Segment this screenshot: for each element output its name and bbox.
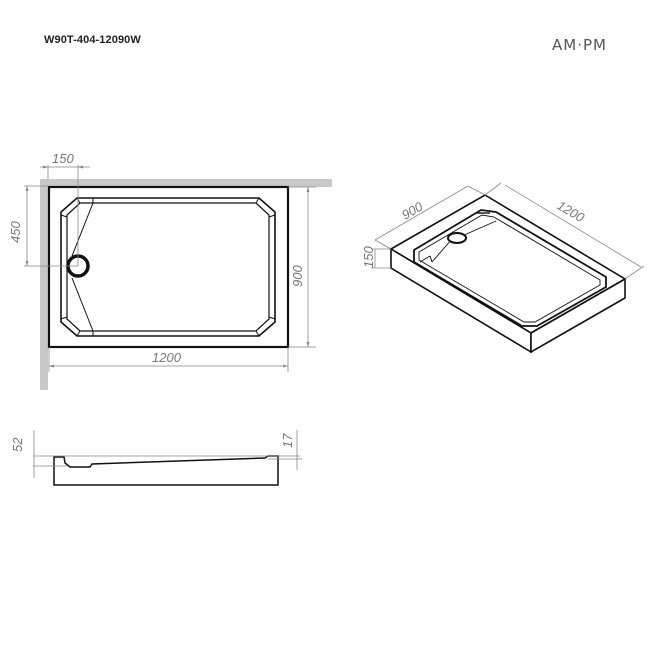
plan-dimension-lines bbox=[24, 165, 316, 372]
dim-drain-offset-y: 450 bbox=[8, 221, 23, 243]
iso-dim-depth: 900 bbox=[399, 198, 426, 222]
iso-dimension-lines bbox=[371, 182, 645, 280]
iso-side-face bbox=[530, 277, 626, 354]
iso-basin-rim bbox=[413, 209, 607, 327]
section-dim-tray-height: 52 bbox=[10, 437, 25, 452]
section-view: 52 17 bbox=[10, 430, 302, 486]
section-dimension-lines bbox=[33, 430, 302, 478]
brand-logo: AM·PM bbox=[552, 36, 607, 54]
section-profile bbox=[53, 455, 279, 486]
model-code: W90T-404-12090W bbox=[44, 34, 141, 46]
plan-view: 150 450 1200 900 bbox=[8, 151, 332, 390]
dim-depth: 900 bbox=[290, 265, 305, 287]
wall-left bbox=[40, 179, 48, 390]
iso-dim-height: 150 bbox=[361, 246, 376, 268]
section-dim-rim-height: 17 bbox=[280, 433, 295, 448]
dim-width: 1200 bbox=[152, 350, 182, 365]
iso-drain-icon bbox=[447, 232, 467, 244]
wall-top bbox=[40, 179, 332, 187]
iso-dim-width: 1200 bbox=[555, 198, 588, 226]
iso-view: 900 1200 150 bbox=[361, 182, 645, 354]
dim-drain-offset-x: 150 bbox=[52, 151, 74, 166]
